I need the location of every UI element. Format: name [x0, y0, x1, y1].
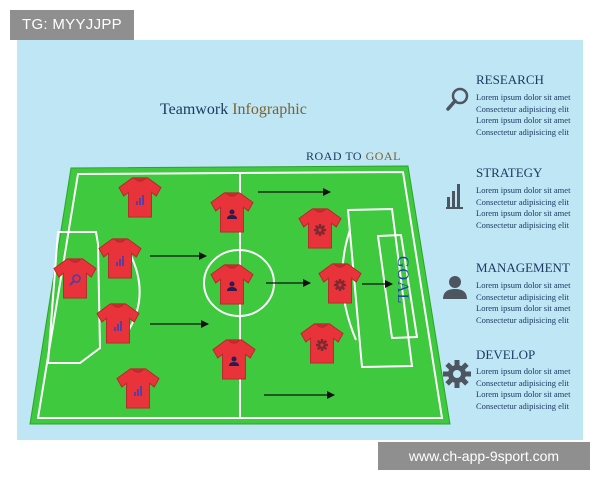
section-title-develop: DEVELOP — [476, 347, 536, 362]
section-title-research: RESEARCH — [476, 72, 544, 87]
goal-area — [376, 233, 419, 340]
player-jersey — [116, 368, 160, 409]
section-title-strategy: STRATEGY — [476, 165, 543, 180]
section-line: Consectetur adipisicing elit — [476, 377, 570, 388]
person-icon — [229, 356, 239, 366]
goal-label: GOAL — [394, 256, 411, 304]
section-line: Lorem ipsum dolor sit amet — [476, 92, 571, 102]
player-jersey — [210, 192, 254, 233]
to-word: TO — [345, 149, 363, 163]
player-jersey — [318, 263, 362, 304]
bar-chart-icon — [116, 256, 124, 266]
player-jersey — [96, 303, 140, 344]
player-jersey — [300, 323, 344, 364]
bar-chart-icon — [446, 184, 463, 209]
road-word: ROAD — [306, 149, 343, 163]
gear-icon — [316, 339, 328, 351]
player-jersey — [212, 339, 256, 380]
gear-icon — [334, 279, 346, 291]
players-group — [53, 177, 362, 409]
magnifier-icon — [446, 87, 469, 111]
section-line: Consectetur adipisicing elit — [476, 219, 570, 230]
website-watermark: www.ch-app-9sport.com — [378, 442, 590, 470]
section-line: Lorem ipsum dolor sit amet — [476, 115, 571, 125]
section-line: Lorem ipsum dolor sit amet — [476, 389, 571, 399]
pitch-boundary — [36, 170, 444, 419]
section-title-management: MANAGEMENT — [476, 260, 570, 275]
section-line: Consectetur adipisicing elit — [476, 103, 570, 114]
player-jersey — [98, 238, 142, 279]
bar-chart-icon — [114, 321, 122, 331]
left-penalty-box — [46, 231, 102, 364]
section-line: Consectetur adipisicing elit — [476, 291, 570, 302]
section-line: Consectetur adipisicing elit — [476, 126, 570, 137]
infographic-title: Teamwork Infographic — [160, 101, 307, 119]
section-line: Lorem ipsum dolor sit amet — [476, 185, 571, 195]
bar-chart-icon — [136, 195, 144, 205]
person-icon — [443, 276, 467, 299]
channel-badge: TG: MYYJJPP — [10, 10, 134, 40]
section-line: Lorem ipsum dolor sit amet — [476, 366, 571, 376]
section-line: Consectetur adipisicing elit — [476, 400, 570, 411]
player-jersey — [298, 208, 342, 249]
road-to-goal-label: ROAD TO GOAL — [306, 149, 401, 164]
gear-icon — [443, 360, 471, 388]
right-penalty-box — [346, 207, 414, 369]
section-line: Consectetur adipisicing elit — [476, 196, 570, 207]
goal-word: GOAL — [365, 149, 401, 163]
magnifier-icon — [69, 274, 81, 286]
section-line: Lorem ipsum dolor sit amet — [476, 208, 571, 218]
section-line: Consectetur adipisicing elit — [476, 314, 570, 325]
person-icon — [227, 281, 237, 291]
player-jersey — [210, 264, 254, 305]
player-jersey — [118, 177, 162, 218]
player-jersey — [53, 258, 97, 299]
bar-chart-icon — [134, 386, 142, 396]
section-line: Lorem ipsum dolor sit amet — [476, 303, 571, 313]
section-line: Lorem ipsum dolor sit amet — [476, 280, 571, 290]
gear-icon — [314, 224, 326, 236]
person-icon — [227, 209, 237, 219]
title-word-infographic: Infographic — [232, 101, 307, 118]
title-word-teamwork: Teamwork — [160, 101, 229, 118]
